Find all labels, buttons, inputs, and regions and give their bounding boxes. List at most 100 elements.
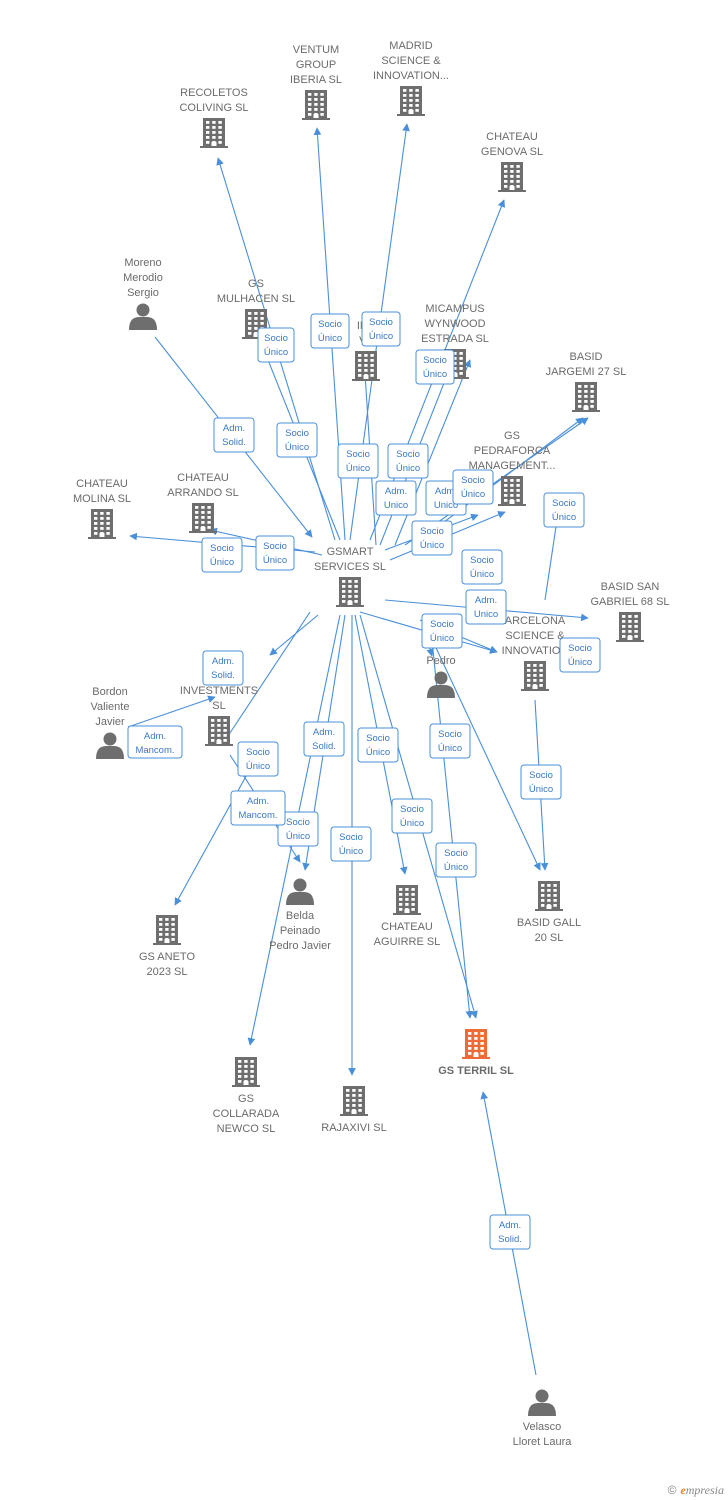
badge-box — [201, 537, 243, 573]
badge-box — [415, 349, 455, 385]
empresia-footer[interactable]: ©empresia — [668, 1483, 724, 1498]
role-badge[interactable]: Adm. Unico — [375, 480, 417, 516]
node-pedro[interactable]: Pedro — [426, 655, 456, 698]
edge-line-23 — [127, 695, 216, 728]
node-label: SL — [212, 700, 225, 712]
badge-text: Socio — [339, 832, 363, 843]
node-label: GENOVA SL — [481, 146, 543, 158]
node-label: RECOLETOS — [180, 87, 248, 99]
node-label: CHATEAU — [381, 921, 433, 933]
badge-text: Adm. — [385, 486, 407, 497]
role-badge[interactable]: Adm.Solid. — [489, 1214, 531, 1250]
badge-text: Unico — [384, 500, 408, 511]
badge-box — [237, 741, 279, 777]
badge-text: Único — [264, 347, 288, 358]
node-label: MICAMPUS — [425, 303, 484, 315]
node-label: INNOVATION... — [373, 70, 449, 82]
building-icon — [498, 476, 526, 506]
node-label: GS TERRIL SL — [438, 1065, 514, 1077]
badge-box — [461, 549, 503, 585]
badge-box — [489, 1214, 531, 1250]
badge-text: Único — [420, 540, 444, 551]
node-label: Pedro Javier — [269, 940, 331, 952]
node-terril[interactable]: GS TERRIL SL — [438, 1029, 514, 1077]
node-label: NEWCO SL — [217, 1123, 276, 1135]
building-icon — [200, 118, 228, 148]
badge-text: Único — [339, 846, 363, 857]
node-label: 2023 SL — [147, 966, 188, 978]
node-label: Sergio — [127, 287, 159, 299]
building-icon — [302, 90, 330, 120]
badge-text: Adm. — [144, 731, 166, 742]
node-rajaxivi[interactable]: RAJAXIVI SL — [321, 1086, 387, 1134]
node-label: GABRIEL 68 SL — [590, 596, 669, 608]
badge-box — [202, 650, 244, 686]
badge-box — [520, 764, 562, 800]
badge-text: Socio — [400, 804, 424, 815]
building-icon — [340, 1086, 368, 1116]
badge-text: Adm. — [212, 656, 234, 667]
badge-box — [559, 637, 601, 673]
node-label: COLLARADA — [213, 1108, 280, 1120]
role-badge[interactable]: Adm.Solid. — [202, 650, 244, 686]
node-label: ARRANDO SL — [167, 487, 239, 499]
badge-box — [375, 480, 417, 516]
role-badge[interactable]: Adm.Mancom. — [127, 725, 183, 759]
badge-text: Unico — [434, 500, 458, 511]
badge-text: Único — [438, 743, 462, 754]
badge-text: Único — [366, 747, 390, 758]
edge-line-22 — [221, 611, 311, 746]
role-badge[interactable]: Adm.Unico — [465, 589, 507, 625]
building-icon — [336, 577, 364, 607]
badge-text: Adm. — [313, 727, 335, 738]
node-label: SCIENCE & — [381, 55, 441, 67]
building-icon — [535, 881, 563, 911]
node-pedraforca[interactable]: GSPEDRAFORCAMANAGEMENT... — [469, 430, 556, 506]
role-badge[interactable]: Adm.Mancom. — [230, 790, 286, 826]
role-badge[interactable]: Adm.Solid. — [303, 721, 345, 757]
role-badge[interactable]: Adm.Solid. — [213, 417, 255, 453]
